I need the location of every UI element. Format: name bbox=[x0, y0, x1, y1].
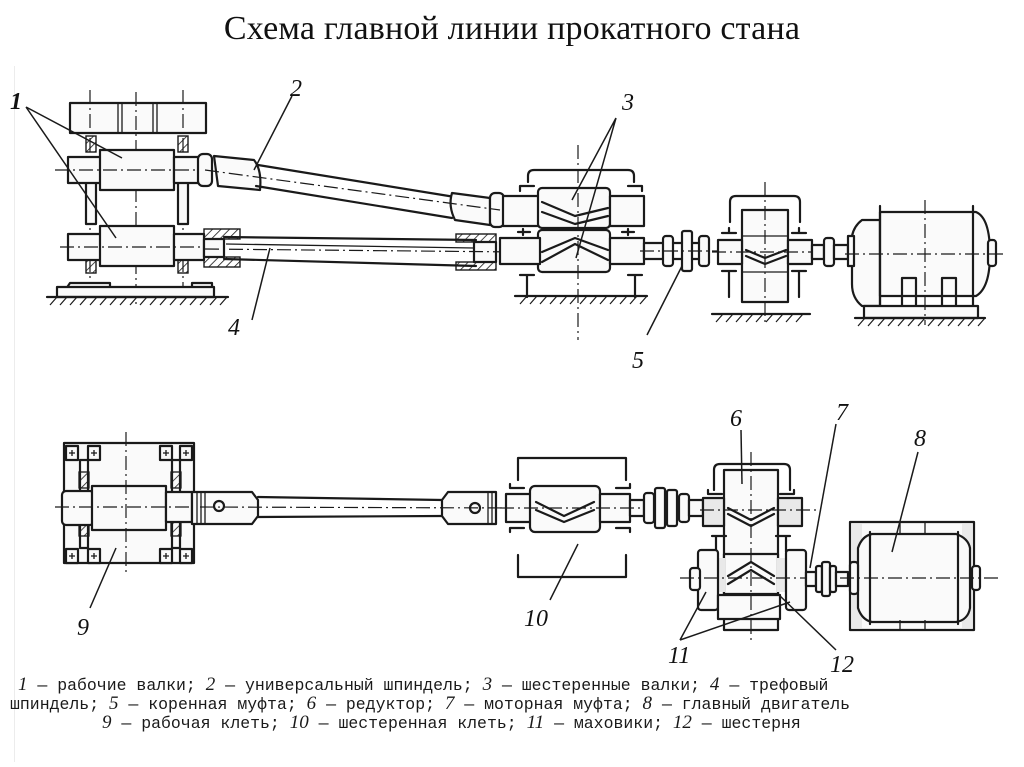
legend-num: 7 bbox=[444, 693, 455, 714]
callout-5: 5 bbox=[632, 348, 644, 374]
motor-coupling-bottom bbox=[804, 560, 850, 598]
reducer-top bbox=[710, 182, 830, 325]
legend-text: — универсальный шпиндель; bbox=[215, 676, 483, 695]
callout-11: 11 bbox=[668, 643, 690, 669]
universal-spindle bbox=[196, 152, 506, 229]
callout-1: 1 bbox=[10, 89, 22, 115]
legend-num: 6 bbox=[306, 693, 317, 714]
working-stand-bottom bbox=[55, 432, 200, 575]
callout-12: 12 bbox=[830, 652, 854, 678]
legend-row-1: 1 — рабочие валки; 2 — универсальный шпи… bbox=[10, 674, 1014, 695]
legend-text: — главный двигатель bbox=[652, 695, 851, 714]
bottom-diagram: 9 10 6 7 8 11 12 bbox=[55, 400, 1000, 678]
legend-num: 5 bbox=[109, 693, 119, 714]
motor-coupling-top bbox=[810, 236, 850, 268]
legend-text: — трефовый bbox=[719, 676, 829, 695]
legend-text: — маховики; bbox=[544, 714, 673, 733]
reducer-bottom bbox=[680, 452, 820, 640]
legend-row-3: 9 — рабочая клеть; 10 — шестеренная клет… bbox=[10, 712, 1014, 733]
ground-hatch bbox=[49, 296, 228, 306]
slide-title: Схема главной линии прокатного стана bbox=[223, 10, 801, 47]
legend-text: — шестеренные валки; bbox=[492, 676, 710, 695]
legend-text: — коренная муфта; bbox=[118, 695, 307, 714]
legend-num: 9 bbox=[102, 712, 112, 733]
pinion-stand-bottom bbox=[500, 456, 660, 579]
legend-num: 1 bbox=[18, 674, 28, 695]
legend-text: — рабочая клеть; bbox=[111, 714, 290, 733]
legend-num: 3 bbox=[482, 674, 493, 695]
callout-7: 7 bbox=[836, 400, 849, 426]
callout-9: 9 bbox=[77, 615, 89, 641]
bottom-callouts: 9 10 6 7 8 11 12 bbox=[77, 400, 926, 678]
main-motor-top bbox=[845, 200, 1005, 327]
top-callouts: 1 2 3 4 5 bbox=[10, 76, 683, 374]
coupling-bottom bbox=[642, 486, 705, 530]
legend-text: — редуктор; bbox=[316, 695, 445, 714]
callout-3: 3 bbox=[621, 90, 634, 116]
legend-num: 2 bbox=[205, 674, 216, 695]
legend-num: 4 bbox=[709, 674, 720, 695]
legend: 1 — рабочие валки; 2 — универсальный шпи… bbox=[10, 674, 1014, 733]
main-motor-bottom bbox=[840, 520, 1000, 632]
slide-frame bbox=[14, 66, 1015, 762]
legend-text: — шестеренная клеть; bbox=[308, 714, 527, 733]
callout-10: 10 bbox=[524, 606, 548, 632]
callout-8: 8 bbox=[914, 426, 926, 452]
spindle-bottom bbox=[190, 490, 521, 526]
legend-row-2: шпиндель; 5 — коренная муфта; 6 — редукт… bbox=[10, 693, 1014, 714]
legend-text: — моторная муфта; bbox=[454, 695, 643, 714]
main-coupling bbox=[640, 229, 730, 273]
top-diagram: 1 2 3 4 5 bbox=[10, 76, 1005, 374]
legend-num: 10 bbox=[289, 712, 309, 733]
callout-4: 4 bbox=[228, 315, 240, 341]
legend-num: 12 bbox=[672, 712, 692, 733]
working-stand-top bbox=[45, 90, 230, 306]
pinion-stand-top bbox=[498, 145, 649, 340]
legend-num: 8 bbox=[642, 693, 653, 714]
legend-text: — шестерня bbox=[691, 714, 801, 733]
callout-6: 6 bbox=[730, 406, 742, 432]
legend-text: шпиндель; bbox=[10, 695, 110, 714]
legend-text: — рабочие валки; bbox=[27, 676, 206, 695]
callout-2: 2 bbox=[290, 76, 302, 102]
legend-num: 11 bbox=[526, 712, 545, 733]
wobbler-spindle bbox=[202, 228, 521, 271]
